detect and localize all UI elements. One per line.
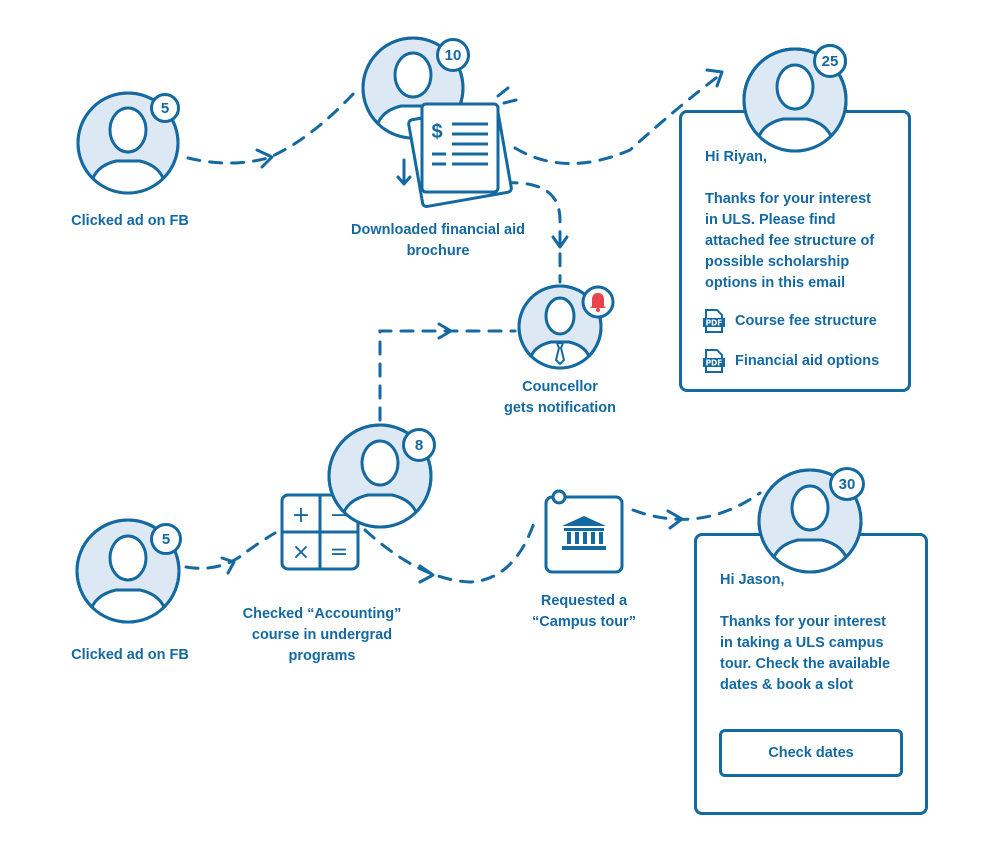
avatar [517,284,603,370]
score-value: 30 [838,475,856,493]
download-arrow-icon [396,158,412,186]
message-line: attached fee structure of [705,233,875,249]
score-badge: 10 [436,38,470,72]
attachment-financial-aid[interactable]: PDF Financial aid options [703,349,879,373]
node-label: Clicked ad on FB [71,647,189,663]
plus-symbol: + [292,503,310,528]
museum-icon [544,489,624,574]
pdf-icon: PDF [703,349,725,373]
label-line: Downloaded financial aid [350,222,526,238]
email-card-riyan: Hi Riyan, Thanks for your interest in UL… [679,110,911,392]
email-greeting: Hi Riyan, [705,149,768,165]
arrowhead-icon [418,564,435,584]
node-label: Downloaded financial aid brochure [330,220,546,262]
times-symbol: × [292,540,310,565]
message-line: in ULS. Please find [705,212,836,228]
connector-fb2-to-accounting [184,531,277,570]
arrowhead-icon [666,509,684,530]
score-value: 10 [444,46,462,64]
score-badge: 5 [150,523,182,555]
score-value: 5 [160,99,170,117]
message-line: Thanks for your interest [720,614,886,630]
connector-accounting-to-councellor [378,329,517,422]
node-label: Requested a “Campus tour” [504,591,664,633]
equals-symbol: = [330,540,348,565]
connector-accounting-to-tour [363,518,537,584]
score-value: 25 [821,52,839,70]
label-line: Councellor [522,379,598,395]
arrowhead-icon [705,68,724,88]
connector-brochure-to-councellor [503,181,562,284]
connector-fb1-to-brochure [186,90,357,165]
label-line: Checked “Accounting” [242,606,402,622]
bell-icon [590,293,606,308]
connector-tour-to-email [631,491,762,521]
label-line: course in undergrad [251,627,393,643]
label-line: brochure [406,243,470,259]
label-line: “Campus tour” [532,614,636,630]
score-badge: 30 [829,467,865,501]
document-dollar-icon [407,102,513,209]
sparkle-lines [496,86,518,105]
calculator-icon [280,493,360,571]
message-line: in taking a ULS campus [720,635,884,651]
message-line: tour. Check the available [720,656,891,672]
notification-badge [581,285,615,319]
score-value: 8 [414,436,424,454]
label-line: Requested a [540,593,628,609]
label-line: programs [288,648,356,664]
email-card-jason: Hi Jason, Thanks for your interest in ta… [694,533,928,815]
message-line: dates & book a slot [720,677,853,693]
pdf-icon-text: PDF [706,319,723,328]
connector-brochure-to-email [513,73,722,165]
message-line: options in this email [705,275,846,291]
email-greeting: Hi Jason, [720,572,785,588]
pdf-icon-text: PDF [706,359,723,368]
dollar-symbol: $ [431,121,442,143]
email-message: Thanks for your interest in taking a ULS… [720,612,890,696]
node-label: Clicked ad on FB [71,213,189,229]
arrowhead-icon [551,235,569,249]
pdf-icon: PDF [703,309,725,333]
node-label: Councellor gets notification [480,377,640,419]
attachment-course-fee[interactable]: PDF Course fee structure [703,309,877,333]
node-label: Checked “Accounting” course in undergrad… [230,604,414,667]
message-line: Thanks for your interest [705,191,871,207]
arrowhead-icon [437,322,453,340]
message-line: possible scholarship [705,254,850,270]
arrowhead-icon [220,556,236,575]
email-message: Thanks for your interest in ULS. Please … [705,189,874,294]
check-dates-button[interactable]: Check dates [719,729,903,777]
building-icon [562,516,606,550]
score-badge: 8 [402,428,436,462]
attachment-label: Financial aid options [735,352,880,369]
score-value: 5 [161,530,171,548]
label-line: gets notification [504,400,616,416]
attachment-label: Course fee structure [735,312,877,329]
arrowhead-icon [255,148,274,169]
tie-icon [554,342,566,366]
score-badge: 25 [813,44,847,78]
score-badge: 5 [150,93,180,123]
